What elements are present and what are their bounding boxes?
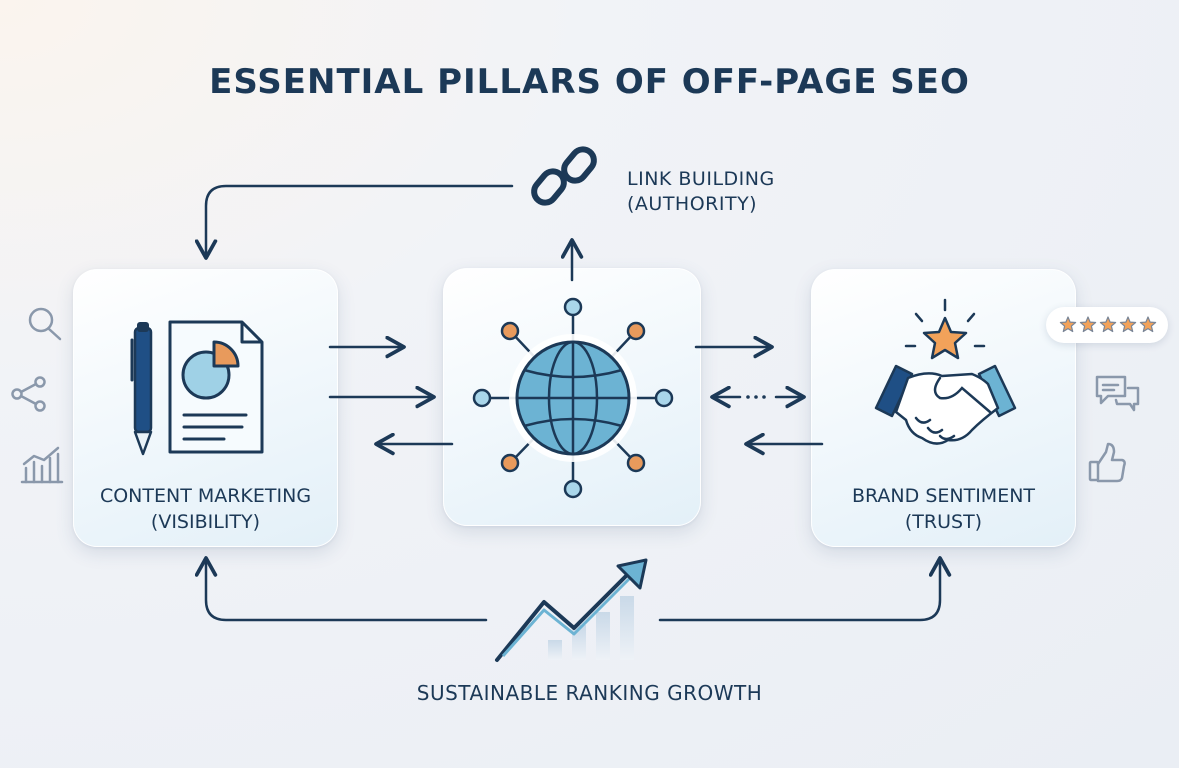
link-building-label: LINK BUILDING (AUTHORITY)	[627, 167, 775, 217]
brand-sentiment-subtitle: (TRUST)	[904, 511, 983, 533]
five-star-rating-icon	[1046, 307, 1168, 343]
trending-arrow-chart-icon	[495, 558, 648, 662]
hub-card	[443, 268, 701, 526]
brand-sentiment-label: BRAND SENTIMENT (TRUST)	[812, 483, 1075, 535]
brand-sentiment-title: BRAND SENTIMENT	[851, 485, 1036, 507]
rating-star	[1139, 316, 1157, 333]
rating-star	[1119, 316, 1137, 333]
handshake-icon	[874, 364, 1017, 445]
content-marketing-title: CONTENT MARKETING	[99, 485, 312, 507]
arrow-growth-to-content	[194, 556, 488, 622]
document-pie-chart-icon	[168, 320, 264, 454]
growth-label: SUSTAINABLE RANKING GROWTH	[416, 681, 763, 705]
rating-stars	[1059, 316, 1157, 333]
rating-star	[1099, 316, 1117, 333]
link-building-title: LINK BUILDING	[627, 168, 775, 190]
pen-icon	[130, 322, 153, 456]
page-title: ESSENTIAL PILLARS OF OFF-PAGE SEO	[209, 62, 970, 102]
bar-chart-icon	[20, 446, 64, 484]
share-icon	[11, 376, 46, 412]
dotted-connector	[746, 395, 766, 399]
link-building-subtitle: (AUTHORITY)	[627, 193, 758, 215]
chat-bubbles-icon	[1095, 375, 1140, 412]
brand-sentiment-card: BRAND SENTIMENT (TRUST)	[811, 269, 1076, 547]
rating-star	[1059, 316, 1077, 333]
thumbs-up-icon	[1088, 442, 1126, 483]
chain-link-icon	[531, 146, 597, 206]
content-marketing-card: CONTENT MARKETING (VISIBILITY)	[73, 269, 338, 547]
rating-star	[1079, 316, 1097, 333]
star-burst-icon	[904, 298, 986, 360]
content-marketing-label: CONTENT MARKETING (VISIBILITY)	[74, 483, 337, 535]
magnifier-icon	[28, 307, 62, 341]
content-illustration	[130, 320, 264, 456]
arrow-growth-to-brand	[658, 556, 952, 622]
brand-illustration	[874, 298, 1017, 445]
arrow-link-to-content	[194, 184, 514, 260]
content-marketing-subtitle: (VISIBILITY)	[150, 511, 261, 533]
globe-network-icon	[472, 297, 674, 499]
